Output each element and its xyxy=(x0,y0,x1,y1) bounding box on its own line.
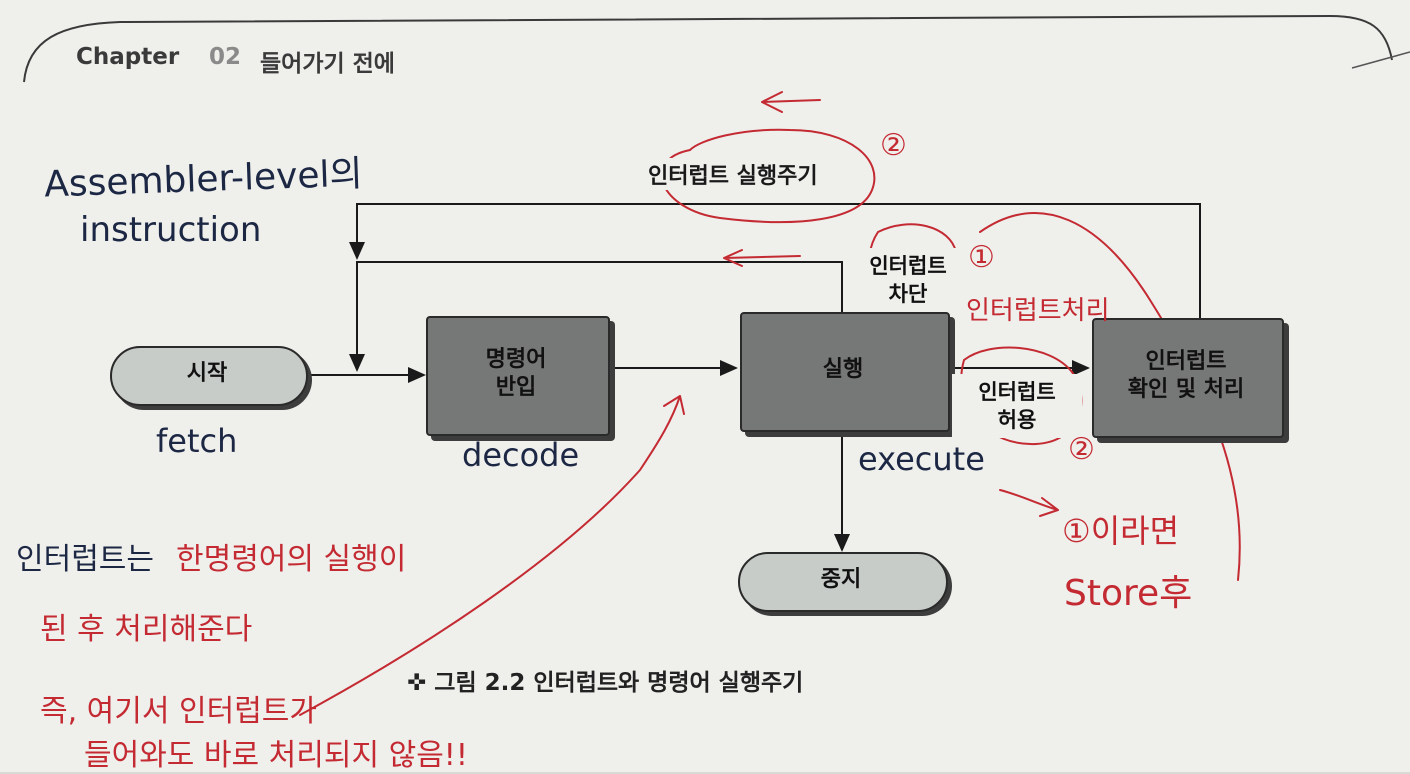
hand-red-circle-2-bottom: ② xyxy=(1068,432,1095,467)
node-execute-label: 실행 xyxy=(822,357,864,382)
page-corner-curve xyxy=(23,14,1393,83)
hand-red-note-line2: 된 후 처리해준다 xyxy=(40,612,253,647)
hand-blue-execute: execute xyxy=(858,440,985,478)
hand-blue-note-prefix: 인터럽트는 xyxy=(16,542,154,577)
hand-red-note-line4: 들어와도 바로 처리되지 않음!! xyxy=(84,738,468,773)
node-interrupt-handle-label: 인터럽트 확인 및 처리 xyxy=(1127,349,1245,402)
caption-symbol: ✜ xyxy=(407,670,427,696)
red-long-curve-left xyxy=(299,395,685,716)
red-circle-interrupt-cycle xyxy=(660,128,876,224)
hand-blue-line1: Assembler-level의 xyxy=(43,153,364,206)
header-chapter-label: Chapter xyxy=(76,44,180,70)
red-long-curve-right xyxy=(979,212,1241,581)
interrupt-disabled-loop xyxy=(349,261,843,372)
label-interrupt-disabled: 인터럽트 차단 xyxy=(846,248,970,312)
node-start-label: 시작 xyxy=(186,361,228,386)
red-arrow-top-left xyxy=(761,91,821,113)
node-stop xyxy=(738,552,948,612)
header-chapter-title: 들어가기 전에 xyxy=(260,51,395,77)
page-edge-line xyxy=(1351,51,1410,69)
hand-red-circle-2-top: ② xyxy=(880,128,907,163)
red-arrow-right-to-if xyxy=(999,489,1059,517)
hand-red-circle-1-top: ① xyxy=(968,240,995,275)
hand-blue-decode: decode xyxy=(462,436,580,474)
label-interrupt-cycle: 인터럽트 실행주기 xyxy=(644,158,822,190)
label-interrupt-enabled: 인터럽트 허용 xyxy=(952,374,1082,438)
node-interrupt-handle xyxy=(1092,318,1284,438)
caption-text: 그림 2.2 인터럽트와 명령어 실행주기 xyxy=(434,670,804,696)
hand-red-note-line3: 즉, 여기서 인터럽트가 xyxy=(40,694,318,729)
node-fetch-decode-label: 명령어 반입 xyxy=(485,347,547,400)
header-chapter-number: 02 xyxy=(209,44,242,70)
hand-red-if-one: ①이라면 xyxy=(1062,512,1180,550)
interrupt-cycle-loop xyxy=(349,203,1201,318)
figure-caption: ✜ 그림 2.2 인터럽트와 명령어 실행주기 xyxy=(407,663,803,697)
hand-blue-fetch: fetch xyxy=(156,422,238,460)
red-arrow-disabled xyxy=(723,249,801,267)
node-start xyxy=(110,346,308,406)
node-stop-label: 중지 xyxy=(820,567,862,592)
hand-red-interrupt-process: 인터럽트처리 xyxy=(966,296,1110,326)
node-fetch-decode xyxy=(426,316,610,436)
hand-red-note-line1: 한명령어의 실행이 xyxy=(176,542,407,577)
node-execute xyxy=(740,312,950,432)
hand-red-store-after: Store후 xyxy=(1064,573,1193,614)
hand-blue-line2: instruction xyxy=(80,210,262,250)
